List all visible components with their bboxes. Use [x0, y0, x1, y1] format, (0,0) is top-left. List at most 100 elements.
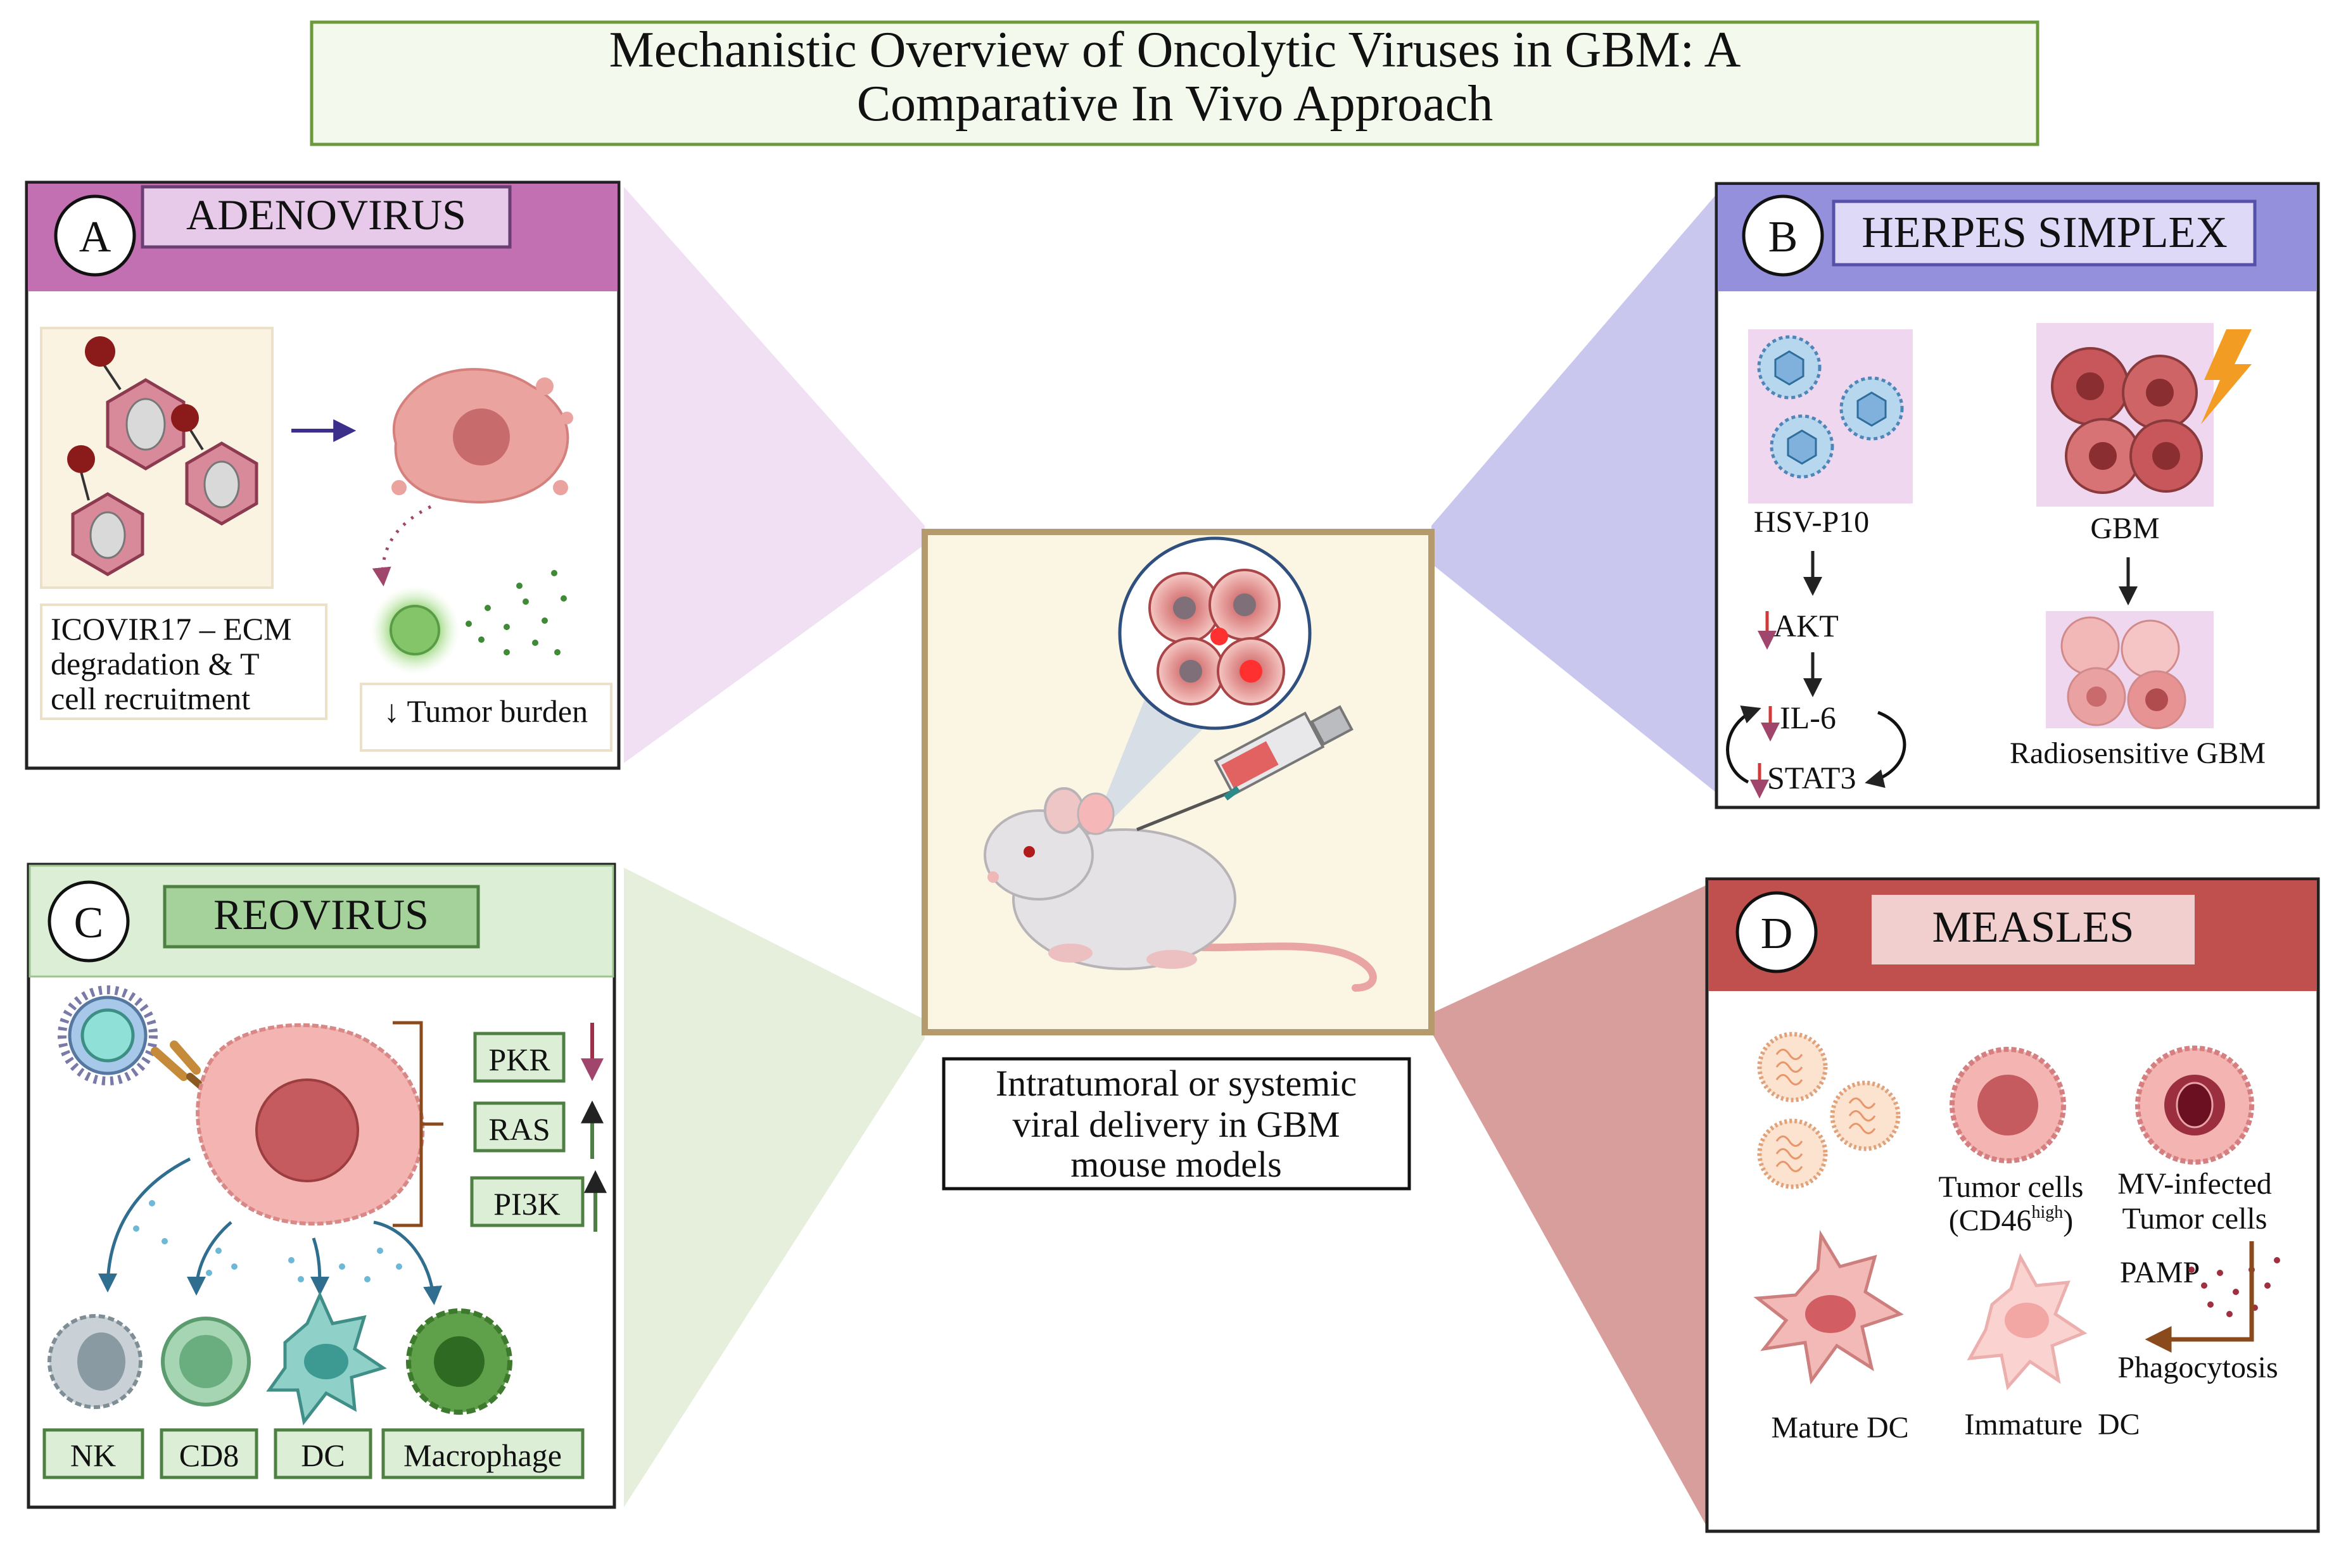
- measles-virus-icon: [1830, 1080, 1901, 1151]
- mouse-icon: [984, 787, 1377, 992]
- hsv-p10-label: HSV-P10: [1754, 505, 1869, 539]
- dc-label-box: [274, 1428, 372, 1479]
- panel-b-letter: B: [1768, 213, 1798, 262]
- pi3k-marker: PI3K: [470, 1170, 607, 1232]
- cytokine-dots: [466, 570, 567, 655]
- mv-infected-label-1: MV-infected: [2117, 1167, 2272, 1201]
- panel-b-title: HERPES SIMPLEX: [1861, 208, 2228, 257]
- macrophage-label-box: [381, 1428, 585, 1479]
- pamp-label: PAMP: [2120, 1256, 2200, 1289]
- panel-a-letter: A: [79, 213, 111, 262]
- phagocytosis-arrow: [2145, 1241, 2254, 1353]
- adenovirus-particle-icon: [85, 336, 186, 471]
- hsv-virus-icon: [1757, 335, 1822, 400]
- funnel-d: [1431, 883, 1710, 1533]
- cytokine-dots: [133, 1200, 402, 1282]
- recruit-arrow-nk: [98, 1157, 191, 1293]
- degraded-tumor-cell-icon: [391, 368, 573, 503]
- center-caption-line-3: mouse models: [1070, 1144, 1281, 1185]
- panel-a-label-line-2: degradation & T: [51, 646, 260, 681]
- panel-c-letter-circle: [48, 880, 130, 963]
- release-arrow: [372, 505, 432, 586]
- title-line-2: Comparative In Vivo Approach: [857, 76, 1494, 132]
- panel-a-label-line-1: ICOVIR17 – ECM: [51, 611, 292, 647]
- ras-label: RAS: [488, 1111, 550, 1147]
- panel-d-letter: D: [1761, 909, 1793, 958]
- title-box: Mechanistic Overview of Oncolytic Viruse…: [310, 20, 2039, 146]
- radiation-bolt-icon: [2201, 329, 2252, 424]
- akt-label: AKT: [1773, 608, 1839, 643]
- cd8-label-box: [160, 1428, 258, 1479]
- recruit-arrow-cd8: [187, 1221, 232, 1296]
- panel-c-letter: C: [74, 899, 104, 947]
- mv-infected-cell-icon: [2135, 1046, 2254, 1165]
- macrophage-icon: [406, 1308, 512, 1415]
- measles-virus-icon: [1757, 1118, 1828, 1189]
- nk-label-box: [42, 1428, 144, 1479]
- adenovirus-particle-icon: [67, 445, 144, 576]
- title-line-1: Mechanistic Overview of Oncolytic Viruse…: [609, 22, 1741, 78]
- phagocytosis-label: Phagocytosis: [2117, 1351, 2278, 1384]
- gbm-label: GBM: [2090, 512, 2159, 545]
- radiosensitive-gbm-label: Radiosensitive GBM: [2010, 737, 2266, 770]
- tumor-burden-label: ↓ Tumor burden: [384, 693, 588, 729]
- pi3k-label: PI3K: [493, 1186, 561, 1222]
- panel-a-letter-circle: [54, 194, 136, 277]
- center-mouse-panel: [922, 529, 1435, 1035]
- il6-label: IL-6: [1780, 700, 1836, 735]
- hsv-virus-icon: [1770, 414, 1834, 479]
- center-caption-line-2: viral delivery in GBM: [1012, 1104, 1340, 1145]
- adenovirus-particle-icon: [171, 404, 258, 526]
- nk-label: NK: [70, 1438, 116, 1473]
- gbm-tumor-icon: [2051, 347, 2203, 494]
- panel-d-letter-circle: [1735, 891, 1818, 973]
- immature-dc-label: Immature DC: [1964, 1408, 2140, 1441]
- ras-marker: RAS: [473, 1100, 604, 1159]
- panel-a-title: ADENOVIRUS: [186, 191, 466, 239]
- funnel-b: [1431, 187, 1723, 798]
- panel-measles: D MEASLES Tumor cells (CD46high) M: [1705, 877, 2320, 1533]
- cd46-tumor-cell-icon: [1950, 1047, 2066, 1163]
- dc-label: DC: [301, 1438, 345, 1473]
- mouse-tail: [1187, 942, 1377, 992]
- tumor-cluster-icon: [1148, 569, 1285, 705]
- panel-c-title: REOVIRUS: [213, 890, 429, 939]
- panel-d-tag: [1872, 895, 2195, 964]
- dc-cell-icon: [266, 1291, 387, 1426]
- pkr-label: PKR: [488, 1042, 550, 1077]
- center-caption: Intratumoral or systemic viral delivery …: [942, 1057, 1411, 1191]
- panel-herpes-simplex: B HERPES SIMPLEX HSV-P10 AKT IL-6 STAT3: [1715, 182, 2320, 809]
- feedback-loop-right: [1865, 711, 1906, 788]
- tumor-burden-box: [360, 683, 612, 752]
- measles-virus-icon: [1757, 1032, 1828, 1103]
- cd8-cell-icon: [161, 1317, 251, 1407]
- reovirus-tumor-cell-icon: [196, 1023, 425, 1226]
- panel-d-title: MEASLES: [1932, 903, 2134, 952]
- funnel-c: [624, 868, 925, 1507]
- panel-reovirus: C REOVIRUS PKR RAS: [27, 863, 616, 1509]
- macrophage-label: Macrophage: [403, 1438, 562, 1473]
- recruit-arrow-dc: [310, 1237, 329, 1296]
- marker-bracket: [393, 1021, 443, 1227]
- center-caption-line-1: Intratumoral or systemic: [996, 1063, 1357, 1104]
- radiosensitive-gbm-icon: [2060, 616, 2186, 730]
- panel-a-label-box: [40, 604, 327, 720]
- panel-adenovirus: A ADENOVIRUS: [25, 180, 621, 770]
- panel-b-letter-circle: [1742, 194, 1824, 277]
- immature-dc-icon: [1967, 1253, 2088, 1391]
- panel-c-tag: [163, 885, 480, 949]
- stat3-label: STAT3: [1767, 760, 1856, 795]
- cd8-label: CD8: [179, 1438, 239, 1473]
- recruit-arrow-macrophage: [373, 1220, 443, 1305]
- reovirus-particle-icon: [58, 985, 158, 1085]
- pkr-marker: PKR: [473, 1023, 604, 1083]
- panel-a-label-line-3: cell recruitment: [51, 681, 250, 716]
- panel-a-tag: [141, 185, 512, 249]
- panel-b-tag: [1832, 199, 2257, 267]
- feedback-loop-left: [1726, 705, 1761, 784]
- mature-dc-label: Mature DC: [1771, 1411, 1908, 1445]
- funnel-a: [624, 187, 925, 763]
- tumor-cells-label: Tumor cells: [1939, 1170, 2084, 1204]
- mature-dc-icon: [1753, 1230, 1904, 1385]
